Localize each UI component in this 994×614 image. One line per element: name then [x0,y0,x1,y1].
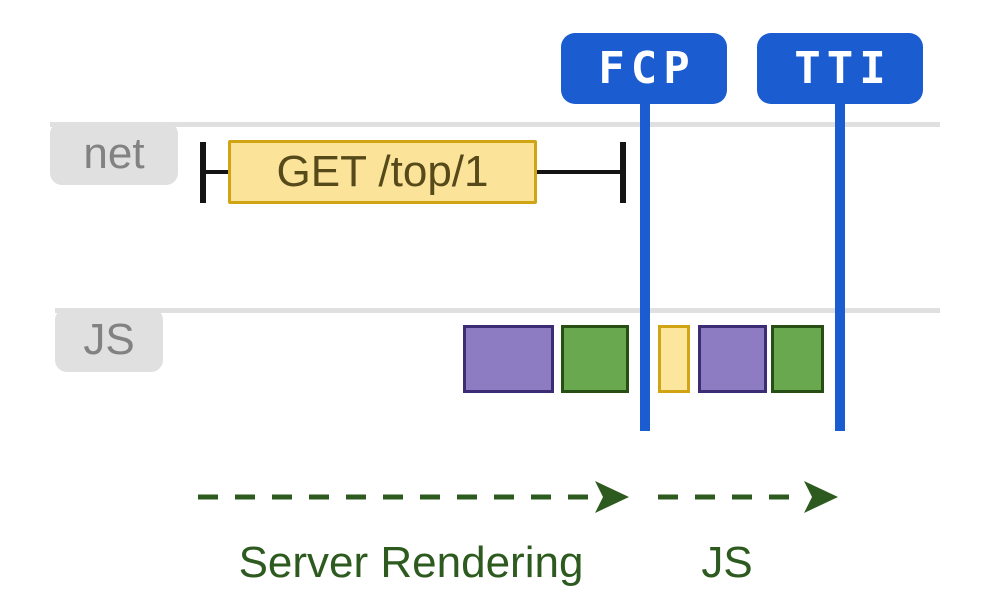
net-track-line [50,122,940,127]
phase-label-js: JS [701,538,753,587]
fcp-marker-line [640,100,650,431]
net-track-label: net [50,122,178,185]
js-task-segment-yellow-1 [658,325,690,393]
server-rendering-arrow [198,481,629,513]
js-task-segment-purple-2 [698,325,767,393]
tti-marker-badge: TTI [757,33,923,104]
js-track-label: JS [55,308,163,372]
js-task-segment-purple-1 [463,325,554,393]
js-task-segment-green-2 [771,325,824,393]
request-start-tick [200,142,206,203]
js-track-line [55,308,940,313]
request-end-tick [620,142,626,203]
js-arrow [658,481,838,513]
network-request-bar: GET /top/1 [228,140,537,204]
fcp-marker-badge: FCP [561,33,727,104]
js-task-segment-green-1 [561,325,629,393]
phase-label-server-rendering: Server Rendering [238,538,584,587]
tti-marker-line [835,100,845,431]
